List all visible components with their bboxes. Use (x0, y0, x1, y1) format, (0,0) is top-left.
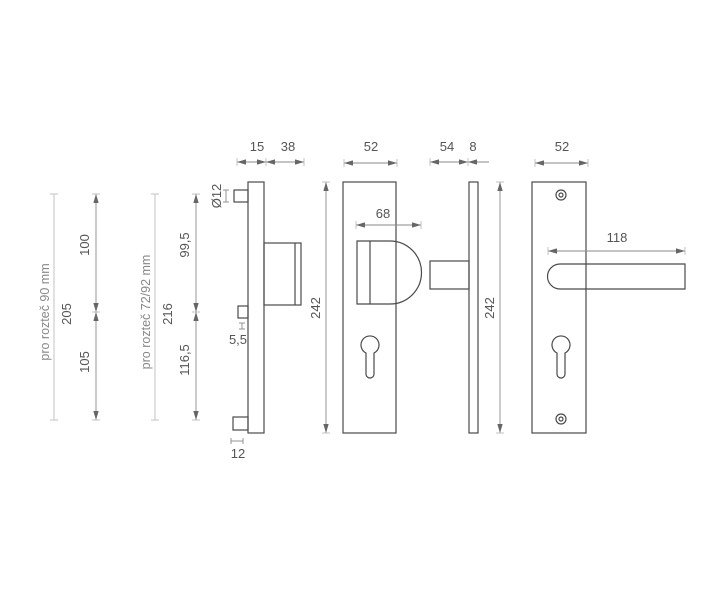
knob-projection-label: 38 (281, 139, 295, 154)
height-2-label: 242 (482, 297, 497, 319)
bottom-pin (232, 416, 249, 431)
spacing-72-92-dimensions: pro rozteč 72/92 mm 216 99,5 116,5 (139, 193, 200, 421)
spacing-72-92-caption: pro rozteč 72/92 mm (139, 255, 153, 370)
back-view: 52 118 (531, 139, 686, 434)
height-label: 242 (308, 297, 323, 319)
pin-height-label: 5,5 (229, 332, 247, 347)
side-view-2: 54 8 242 (429, 139, 504, 434)
knob-width-label: 68 (376, 206, 390, 221)
keyhole-icon (551, 335, 571, 379)
knob-side (263, 242, 302, 306)
spacing-90-lower: 105 (77, 351, 92, 373)
pin-width-label: 12 (231, 446, 245, 461)
lever-projection-label: 54 (440, 139, 454, 154)
back-width-label: 52 (555, 139, 569, 154)
lever-side (429, 260, 470, 290)
screw-icon (555, 413, 567, 425)
spacing-72-92-lower: 116,5 (177, 344, 192, 376)
keyhole-icon (360, 335, 380, 379)
spacing-72-92-upper: 99,5 (177, 232, 192, 257)
spacing-90-total: 205 (59, 303, 74, 325)
middle-pin (237, 305, 249, 319)
plate-thickness-2-label: 8 (469, 139, 476, 154)
spacing-90-upper: 100 (77, 234, 92, 256)
knob-front (356, 240, 423, 305)
screw-icon (555, 189, 567, 201)
plate-thickness-label: 15 (250, 139, 264, 154)
spacing-90-caption: pro rozteč 90 mm (38, 263, 52, 360)
pin-diameter-label: Ø12 (209, 184, 224, 209)
lever-handle (546, 263, 686, 290)
side-view: 15 38 Ø12 5,5 12 242 (209, 139, 330, 461)
top-pin (233, 189, 249, 203)
front-width-label: 52 (364, 139, 378, 154)
lever-length-label: 118 (607, 230, 628, 245)
spacing-72-92-total: 216 (160, 303, 175, 325)
front-view: 52 68 (342, 139, 423, 434)
spacing-90-dimensions: pro rozteč 90 mm 205 100 105 (38, 193, 100, 421)
